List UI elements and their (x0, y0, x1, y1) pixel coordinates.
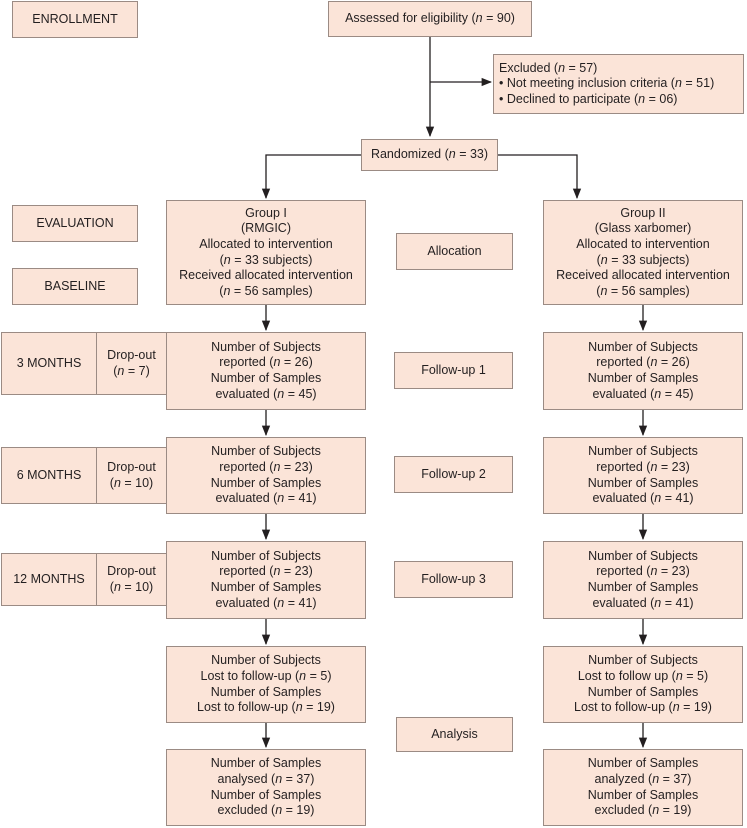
group2-lost: Number of Subjects Lost to follow up (n … (543, 646, 743, 723)
group2-followup1: Number of Subjects reported (n = 26) Num… (543, 332, 743, 410)
group2-box: Group II (Glass xarbomer) Allocated to i… (543, 200, 743, 305)
period-6-months: 6 MONTHS (2, 448, 97, 503)
group2-followup2: Number of Subjects reported (n = 23) Num… (543, 437, 743, 514)
dropout-count-3-months: Drop-out (n = 7) (107, 347, 156, 378)
allocation-label: Allocation (396, 233, 513, 270)
arrow-randomized-to-group2 (498, 154, 582, 200)
dropout-12-months: 12 MONTHS Drop-out (n = 10) (1, 553, 167, 606)
dropout-count-6-months: Drop-out (n = 10) (107, 459, 156, 490)
evaluation-label: EVALUATION (12, 205, 138, 242)
followup2-label: Follow-up 2 (394, 456, 513, 493)
group1-followup2: Number of Subjects reported (n = 23) Num… (166, 437, 366, 514)
group2-followup3: Number of Subjects reported (n = 23) Num… (543, 541, 743, 619)
dropout-count-12-months: Drop-out (n = 10) (107, 563, 156, 594)
randomized-box: Randomized (n = 33) (361, 139, 498, 171)
enrollment-label: ENROLLMENT (12, 1, 138, 38)
period-12-months: 12 MONTHS (2, 554, 97, 605)
group1-analysis: Number of Samples analysed (n = 37) Numb… (166, 749, 366, 826)
followup3-label: Follow-up 3 (394, 561, 513, 598)
excluded-box: Excluded (n = 57) • Not meeting inclusio… (493, 54, 744, 114)
period-3-months: 3 MONTHS (2, 333, 97, 394)
arrow-randomized-to-group1 (261, 154, 361, 200)
group1-followup3: Number of Subjects reported (n = 23) Num… (166, 541, 366, 619)
eligibility-box: Assessed for eligibility (n = 90) (328, 1, 532, 37)
analysis-label: Analysis (396, 717, 513, 752)
group1-followup1: Number of Subjects reported (n = 26) Num… (166, 332, 366, 410)
group1-lost: Number of Subjects Lost to follow-up (n … (166, 646, 366, 723)
group1-box: Group I (RMGIC) Allocated to interventio… (166, 200, 366, 305)
dropout-3-months: 3 MONTHS Drop-out (n = 7) (1, 332, 167, 395)
followup1-label: Follow-up 1 (394, 352, 513, 389)
baseline-label: BASELINE (12, 268, 138, 305)
dropout-6-months: 6 MONTHS Drop-out (n = 10) (1, 447, 167, 504)
group2-analysis: Number of Samples analyzed (n = 37) Numb… (543, 749, 743, 826)
